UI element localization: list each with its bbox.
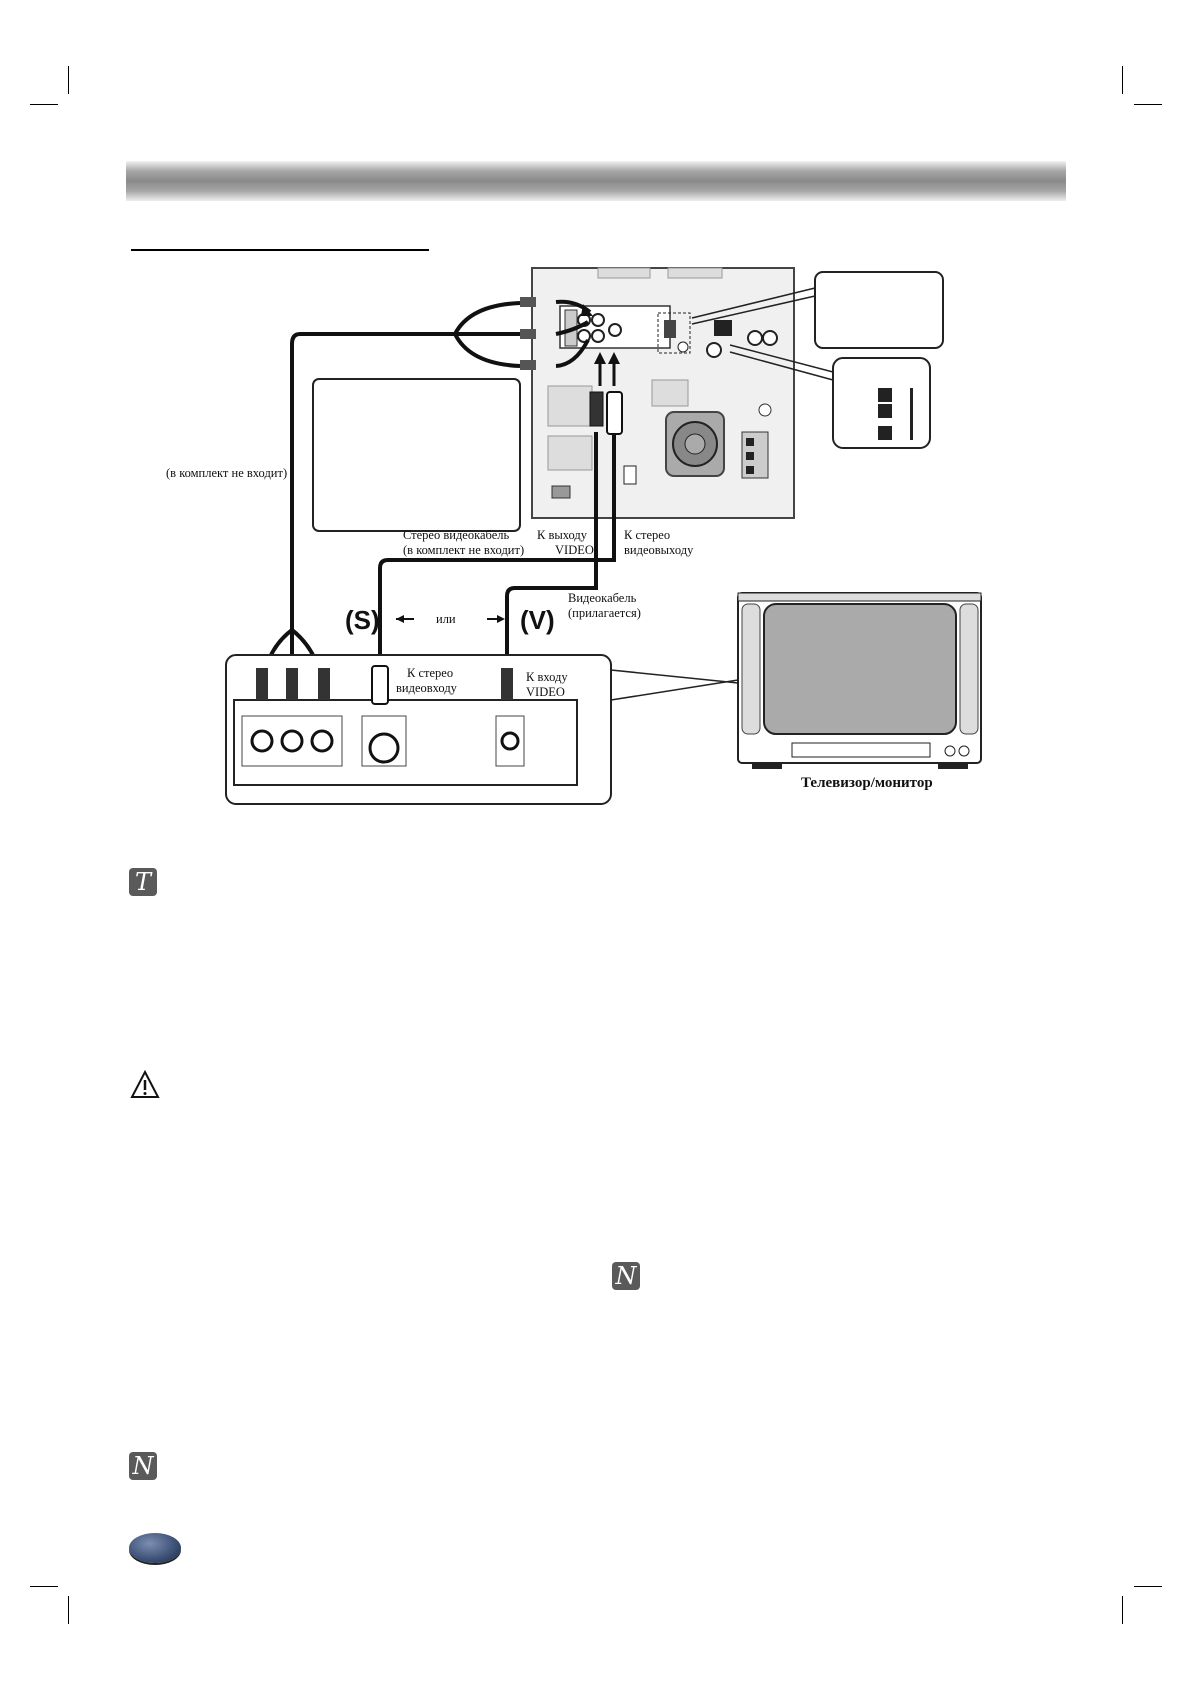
page-number-pill (129, 1533, 181, 1563)
crop-mark (1122, 66, 1123, 94)
tv-monitor (737, 592, 982, 769)
option-s-label: (S) (345, 605, 380, 635)
warning-triangle-icon (130, 1070, 160, 1098)
label-to-video-in-2: VIDEO (526, 685, 565, 699)
label-to-stereo-in-1: К стерео (407, 666, 454, 680)
crop-mark (1134, 104, 1162, 105)
callout-box-antenna (832, 357, 931, 449)
label-to-video-out-1: К выходу (537, 528, 588, 542)
label-video-cable-2: (прилагается) (568, 606, 641, 620)
label-not-included: (в комплект не входит) (166, 466, 288, 480)
tv-caption: Телевизор/монитор (801, 775, 933, 791)
crop-mark (1134, 1586, 1162, 1587)
label-to-video-in-1: К входу (526, 670, 568, 684)
tip-icon: T (129, 868, 157, 896)
crop-mark (30, 104, 58, 105)
crop-mark (68, 66, 69, 94)
blank-frame (312, 378, 521, 532)
option-v-label: (V) (520, 605, 555, 635)
unit-rear-panel (531, 267, 795, 519)
label-to-video-out-2: VIDEO (555, 543, 594, 557)
label-video-cable-1: Видеокабель (568, 591, 637, 605)
crop-mark (30, 1586, 58, 1587)
label-to-stereo-in-2: видеовходу (396, 681, 457, 695)
subsection-underline (131, 249, 429, 251)
label-stereo-cable-2: (в комплект не входит) (403, 543, 525, 557)
label-or: или (436, 612, 456, 626)
label-to-stereo-out-1: К стерео (624, 528, 671, 542)
label-stereo-cable-1: Стерео видеокабель (403, 528, 510, 542)
callout-box-top (814, 271, 944, 349)
crop-mark (68, 1596, 69, 1624)
note-icon: N (612, 1262, 640, 1290)
section-header-bar (126, 161, 1066, 201)
crop-mark (1122, 1596, 1123, 1624)
note-icon: N (129, 1452, 157, 1480)
label-to-stereo-out-2: видеовыходу (624, 543, 694, 557)
